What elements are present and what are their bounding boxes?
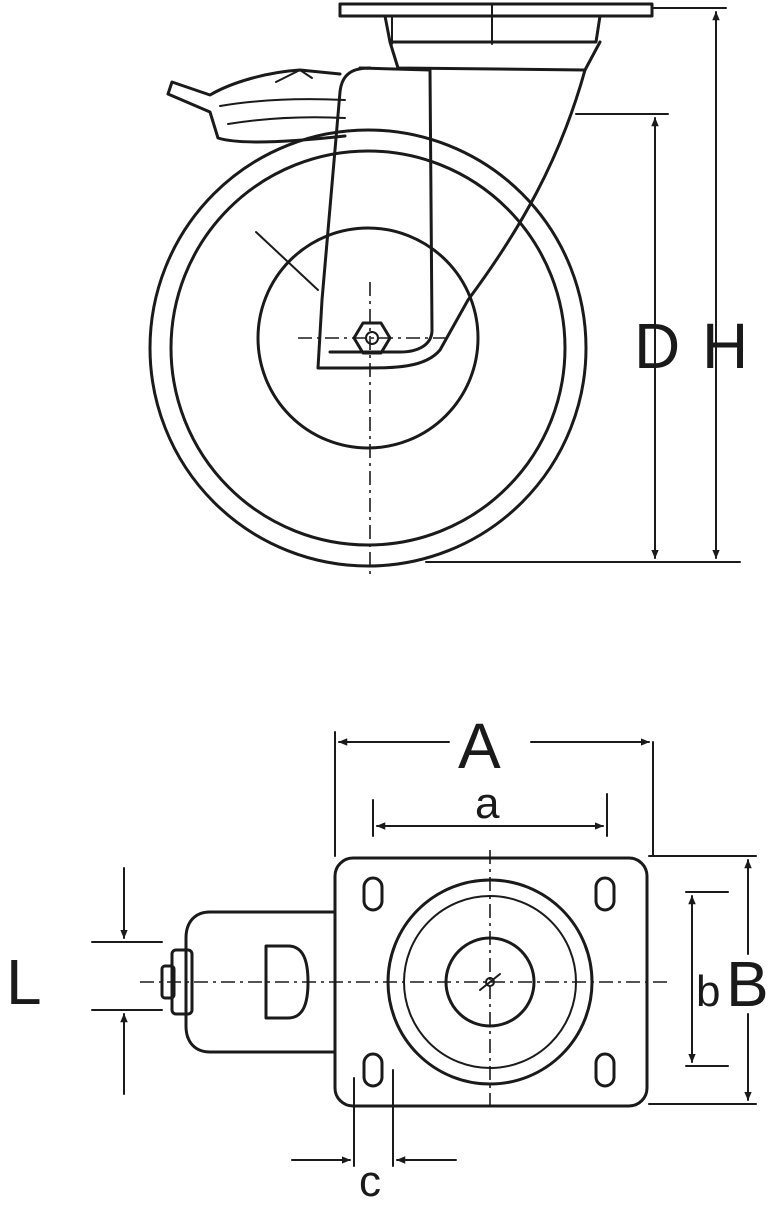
label-b-inner: b	[696, 967, 720, 1016]
side-view: D H	[148, 2, 748, 578]
top-plate	[338, 2, 654, 45]
label-h: H	[702, 310, 748, 382]
top-view: A a L b B	[6, 710, 769, 1205]
dimension-b-inner: b	[685, 891, 729, 1067]
label-a-upper: A	[458, 710, 501, 782]
bolt-holes	[362, 876, 616, 1088]
dimension-d: D	[425, 113, 741, 563]
wheel	[148, 128, 588, 568]
label-l: L	[6, 946, 42, 1018]
dimension-l: L	[6, 867, 163, 1095]
dimension-c: c	[291, 1069, 457, 1205]
dimension-h: H	[651, 7, 748, 559]
dimension-a-lower: a	[372, 779, 608, 837]
swivel-fork	[316, 40, 602, 370]
label-b-outer: B	[726, 948, 769, 1020]
label-c: c	[359, 1157, 381, 1200]
dimension-a-upper: A	[334, 710, 654, 857]
label-d: D	[634, 310, 680, 382]
brake-lever	[166, 68, 347, 144]
label-a-lower: a	[475, 779, 500, 828]
dimension-b-outer: B	[648, 855, 769, 1105]
